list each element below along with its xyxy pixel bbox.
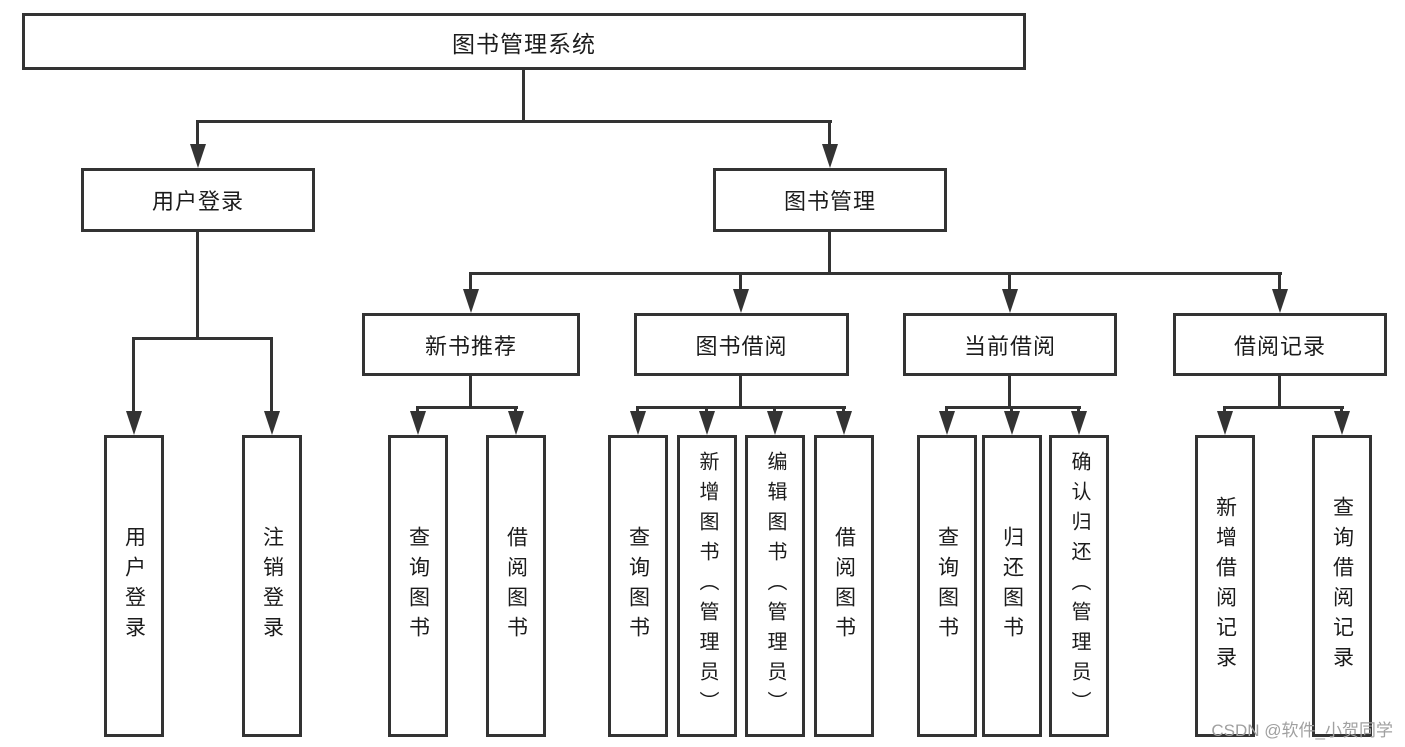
leaf-edit-book-admin: 编辑图书（管理员） (745, 435, 805, 737)
arrowhead-down-icon (699, 411, 715, 435)
leaf-edit-book-admin-label: 编辑图书（管理员） (764, 451, 786, 721)
arrowhead-down-icon (1071, 411, 1087, 435)
connector-line-v (196, 232, 199, 337)
arrowhead-down-icon (1217, 411, 1233, 435)
leaf-add-borrow-record: 新增借阅记录 (1195, 435, 1255, 737)
leaf-logout: 注销登录 (242, 435, 302, 737)
arrowhead-down-icon (836, 411, 852, 435)
arrowhead-down-icon (1272, 289, 1288, 313)
connector-line-v (1278, 272, 1281, 291)
connector-line-v (773, 406, 776, 414)
arrowhead-down-icon (1004, 411, 1020, 435)
csdn-watermark: CSDN @软件_小贺同学 (1211, 721, 1393, 740)
leaf-user-login-label: 用户登录 (122, 526, 146, 646)
arrowhead-down-icon (939, 411, 955, 435)
leaf-query-books-borrowing: 查询图书 (608, 435, 668, 737)
connector-line-h (416, 406, 518, 409)
arrowhead-down-icon (410, 411, 426, 435)
connector-line-h (196, 120, 832, 123)
arrowhead-down-icon (733, 289, 749, 313)
connector-line-v (1010, 406, 1013, 414)
leaf-borrow-books-borrowing-label: 借阅图书 (832, 526, 856, 646)
leaf-add-book-admin-label: 新增图书（管理员） (696, 451, 718, 721)
leaf-borrow-books-recommend-label: 借阅图书 (504, 526, 528, 646)
leaf-borrow-books-recommend: 借阅图书 (486, 435, 546, 737)
leaf-add-borrow-record-label: 新增借阅记录 (1213, 496, 1237, 676)
node-root: 图书管理系统 (22, 13, 1026, 70)
arrowhead-down-icon (630, 411, 646, 435)
arrowhead-down-icon (190, 144, 206, 168)
connector-line-v (705, 406, 708, 414)
connector-line-v (469, 272, 472, 291)
arrowhead-down-icon (1334, 411, 1350, 435)
connector-line-v (196, 120, 199, 148)
leaf-borrow-books-borrowing: 借阅图书 (814, 435, 874, 737)
node-current-borrowing: 当前借阅 (903, 313, 1117, 376)
connector-line-v (828, 232, 831, 272)
arrowhead-down-icon (822, 144, 838, 168)
connector-line-v (270, 337, 273, 413)
connector-line-v (739, 376, 742, 406)
arrowhead-down-icon (767, 411, 783, 435)
node-book-borrowing: 图书借阅 (634, 313, 849, 376)
node-new-book-recommend: 新书推荐 (362, 313, 580, 376)
connector-line-v (636, 406, 639, 414)
leaf-logout-label: 注销登录 (260, 526, 284, 646)
connector-line-v (1008, 272, 1011, 291)
node-book-management: 图书管理 (713, 168, 947, 232)
connector-line-v (739, 272, 742, 291)
leaf-query-books-current: 查询图书 (917, 435, 977, 737)
connector-line-h (469, 272, 1282, 275)
connector-line-v (945, 406, 948, 414)
connector-line-v (132, 337, 135, 413)
arrowhead-down-icon (1002, 289, 1018, 313)
arrowhead-down-icon (264, 411, 280, 435)
connector-line-h (636, 406, 846, 409)
node-borrowing-records: 借阅记录 (1173, 313, 1387, 376)
leaf-query-books-recommend: 查询图书 (388, 435, 448, 737)
leaf-confirm-return-admin: 确认归还（管理员） (1049, 435, 1109, 737)
leaf-user-login: 用户登录 (104, 435, 164, 737)
leaf-query-borrow-record: 查询借阅记录 (1312, 435, 1372, 737)
leaf-return-book: 归还图书 (982, 435, 1042, 737)
connector-line-v (1008, 376, 1011, 406)
leaf-return-book-label: 归还图书 (1000, 526, 1024, 646)
connector-line-v (1223, 406, 1226, 414)
connector-line-v (828, 120, 831, 148)
connector-line-v (1340, 406, 1343, 414)
connector-line-v (1278, 376, 1281, 406)
connector-line-h (1223, 406, 1344, 409)
connector-line-h (132, 337, 273, 340)
connector-line-v (522, 70, 525, 120)
connector-line-h (945, 406, 1081, 409)
leaf-add-book-admin: 新增图书（管理员） (677, 435, 737, 737)
leaf-query-books-borrowing-label: 查询图书 (626, 526, 650, 646)
arrowhead-down-icon (463, 289, 479, 313)
node-user-login: 用户登录 (81, 168, 315, 232)
leaf-confirm-return-admin-label: 确认归还（管理员） (1068, 451, 1090, 721)
arrowhead-down-icon (508, 411, 524, 435)
connector-line-v (416, 406, 419, 414)
leaf-query-books-current-label: 查询图书 (935, 526, 959, 646)
leaf-query-books-recommend-label: 查询图书 (406, 526, 430, 646)
connector-line-v (1077, 406, 1080, 414)
connector-line-v (469, 376, 472, 406)
connector-line-v (842, 406, 845, 414)
connector-line-v (514, 406, 517, 414)
leaf-query-borrow-record-label: 查询借阅记录 (1330, 496, 1354, 676)
arrowhead-down-icon (126, 411, 142, 435)
